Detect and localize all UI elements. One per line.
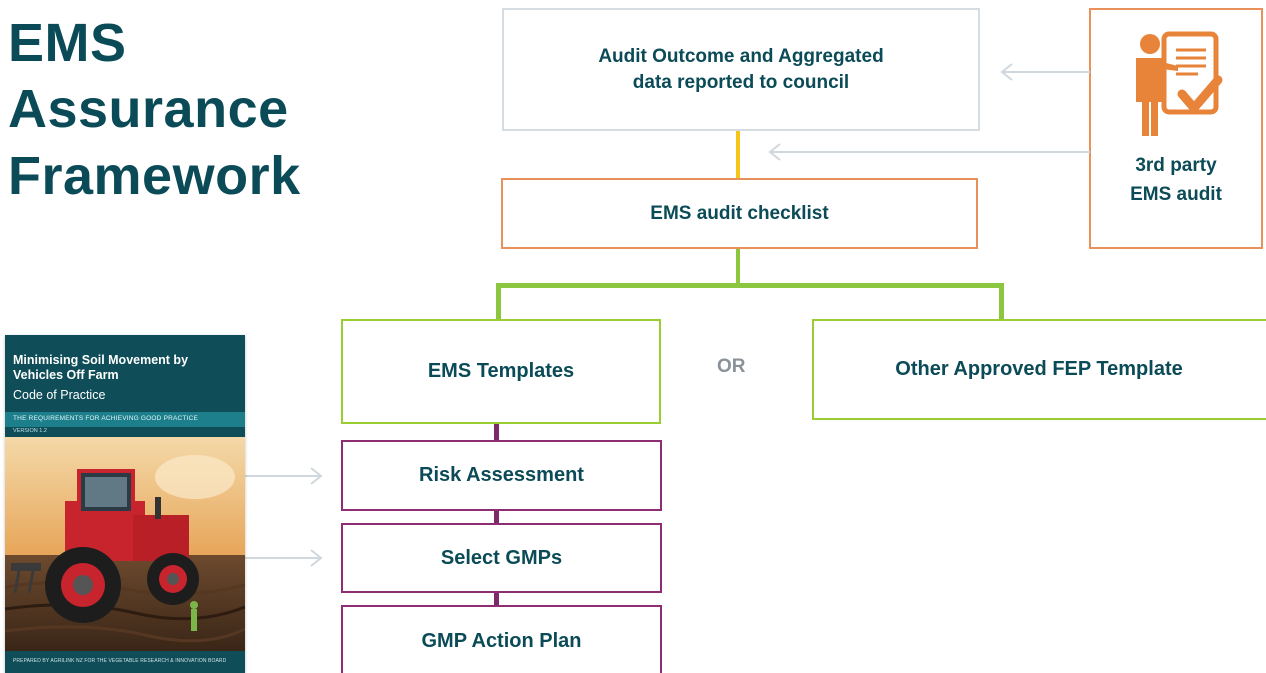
arrow-right-icon bbox=[245, 467, 323, 485]
code-of-practice-document: Minimising Soil Movement by Vehicles Off… bbox=[5, 335, 245, 673]
risk-assessment-label: Risk Assessment bbox=[419, 464, 584, 486]
connector-checklist-branch bbox=[736, 249, 740, 284]
document-version: VERSION 1.2 bbox=[13, 428, 47, 434]
connector-outcome-checklist bbox=[736, 131, 740, 178]
connector-risk-gmps bbox=[494, 511, 499, 523]
risk-assessment-box: Risk Assessment bbox=[341, 440, 662, 511]
select-gmps-box: Select GMPs bbox=[341, 523, 662, 593]
ems-templates-box: EMS Templates bbox=[341, 319, 661, 424]
or-label: OR bbox=[717, 356, 746, 377]
audit-checklist-box: EMS audit checklist bbox=[501, 178, 978, 249]
third-party-label-line-2: EMS audit bbox=[1130, 183, 1222, 205]
document-footer-band bbox=[5, 651, 245, 673]
other-fep-template-box: Other Approved FEP Template bbox=[812, 319, 1266, 420]
audit-outcome-box: Audit Outcome and Aggregated data report… bbox=[502, 8, 980, 131]
tractor-photo bbox=[5, 437, 245, 651]
document-footer: PREPARED BY AGRILINK NZ FOR THE VEGETABL… bbox=[13, 658, 227, 664]
other-fep-template-label: Other Approved FEP Template bbox=[895, 358, 1183, 380]
connector-templates-risk bbox=[494, 424, 499, 440]
gmp-action-plan-label: GMP Action Plan bbox=[421, 629, 582, 652]
audit-outcome-label: Audit Outcome and Aggregated data report… bbox=[598, 45, 884, 93]
page-title: EMS Assurance Framework bbox=[8, 10, 408, 209]
document-band bbox=[5, 412, 245, 427]
document-version-tab bbox=[5, 427, 51, 437]
arrow-left-icon bbox=[768, 143, 1090, 161]
gmp-action-plan-box: GMP Action Plan bbox=[341, 605, 662, 673]
auditor-checklist-icon bbox=[1136, 31, 1223, 136]
third-party-label-line-1: 3rd party bbox=[1135, 155, 1217, 176]
connector-gmps-actionplan bbox=[494, 593, 499, 605]
third-party-audit-box: 3rd party EMS audit bbox=[1089, 8, 1263, 249]
title-line-3: Framework bbox=[8, 145, 301, 206]
arrow-right-icon bbox=[245, 549, 323, 567]
document-title: Minimising Soil Movement by Vehicles Off… bbox=[13, 353, 189, 382]
arrow-left-icon bbox=[1000, 63, 1090, 81]
connector-branch-right bbox=[999, 283, 1004, 320]
ems-templates-label: EMS Templates bbox=[427, 360, 575, 382]
title-line-2: Assurance bbox=[8, 79, 289, 140]
document-band-text: THE REQUIREMENTS FOR ACHIEVING GOOD PRAC… bbox=[13, 415, 199, 422]
select-gmps-label: Select GMPs bbox=[440, 546, 563, 569]
connector-branch-left bbox=[496, 283, 501, 320]
connector-branch-horizontal bbox=[496, 283, 1004, 288]
document-subtitle: Code of Practice bbox=[13, 388, 106, 402]
audit-checklist-label: EMS audit checklist bbox=[650, 202, 829, 224]
title-line-1: EMS bbox=[8, 13, 127, 73]
third-party-label: 3rd party EMS audit bbox=[1130, 152, 1222, 209]
